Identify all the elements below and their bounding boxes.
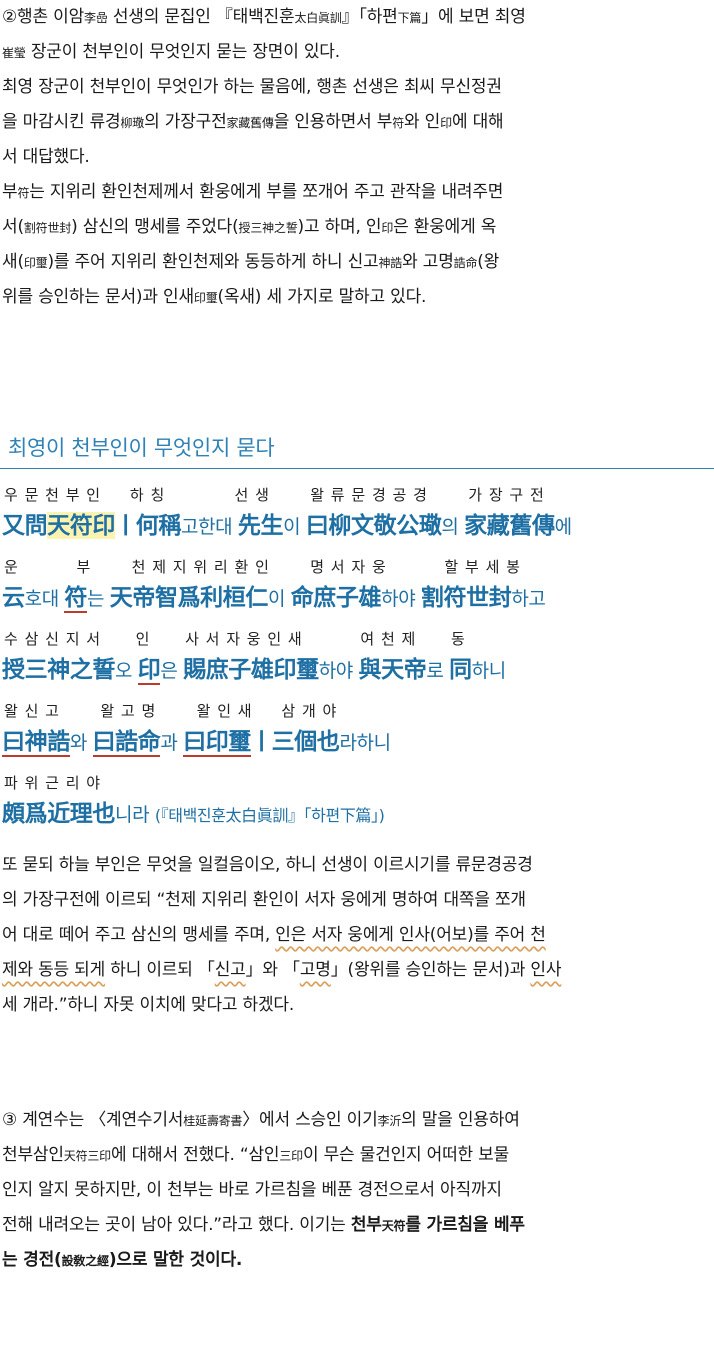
quote-row: 운 부 천 제 지 위 리 환 인 명 서 자 웅 할 부 세 봉 云호대 符는… <box>0 556 714 628</box>
text-line: 천부삼인天符三印에 대해서 전했다. “삼인三印이 무슨 물건인지 어떠한 보물 <box>2 1145 510 1165</box>
hanja-line: 曰神誥와 曰誥命과 曰印璽ㅣ三個也라하니 <box>2 728 391 757</box>
text-line: 어 대로 떼어 주고 삼신의 맹세를 주며, 인은 서자 웅에게 인사(어보)를… <box>2 925 546 945</box>
paragraph-1: ②행촌 이암李嵒 선생의 문집인 『태백진훈太白眞訓』「하편下篇」에 보면 최영… <box>2 0 712 315</box>
text-line: 의 가장구전에 이르되 “천제 지위리 환인이 서자 웅에게 명하여 대쪽을 쪼… <box>2 890 526 910</box>
text-line: 인지 알지 못하지만, 이 천부는 바로 가르침을 베푼 경전으로서 아직까지 <box>2 1180 502 1200</box>
text-line: 위를 승인하는 문서)과 인새印璽(옥새) 세 가지로 말하고 있다. <box>2 287 427 307</box>
quote-row: 왈 신 고 왈 고 명 왈 인 새 삼 개 야 曰神誥와 曰誥命과 曰印璽ㅣ三個… <box>0 700 714 772</box>
underlined-term: 印 <box>137 656 161 685</box>
text-line: 을 마감시킨 류경柳璥의 가장구전家藏舊傳을 인용하면서 부符와 인印에 대해 <box>2 112 504 132</box>
text-line: ③ 계연수는 〈계연수기서桂延壽寄書〉에서 스승인 이기李沂의 말을 인용하여 <box>2 1110 520 1130</box>
hanja-quotation: 우 문 천 부 인 하 칭 선 생 왈 류 문 경 공 경 가 장 구 전 又問… <box>0 484 714 844</box>
text-line: 세 개라.”하니 자못 이치에 맞다고 하겠다. <box>2 995 295 1015</box>
text-line: 또 묻되 하늘 부인은 무엇을 일컬음이오, 하니 선생이 이르시기를 류문경공… <box>2 855 533 875</box>
hanja-line: 頗爲近理也니라 (『태백진훈太白眞訓』「하편下篇」) <box>2 800 385 827</box>
text-line: 서 대답했다. <box>2 147 90 167</box>
reading-line: 운 부 천 제 지 위 리 환 인 명 서 자 웅 할 부 세 봉 <box>4 558 521 576</box>
text-line: 최영 장군이 천부인이 무엇인가 하는 물음에, 행촌 선생은 최씨 무신정권 <box>2 77 502 97</box>
paragraph-2: 또 묻되 하늘 부인은 무엇을 일컬음이오, 하니 선생이 이르시기를 류문경공… <box>2 848 712 1023</box>
text-line: 서(割符世封) 삼신의 맹세를 주었다(授三神之誓)고 하며, 인印은 환웅에게… <box>2 217 497 237</box>
wavy-underlined-text: 신고 <box>214 960 246 980</box>
quote-row: 수 삼 신 지 서 인 사 서 자 웅 인 새 여 천 제 동 授三神之誓오 印… <box>0 628 714 700</box>
text-line: 崔瑩 장군이 천부인이 무엇인지 묻는 장면이 있다. <box>2 42 340 62</box>
highlighted-term: 天符印 <box>47 512 116 539</box>
wavy-underlined-text: 인은 서자 웅에게 인사(어보)를 주어 천 <box>275 925 546 945</box>
text-line: 는 경전(設敎之經)으로 말한 것이다. <box>2 1250 243 1270</box>
text-line: 전해 내려오는 곳이 남아 있다.”라고 했다. 이기는 천부天符를 가르침을 … <box>2 1215 525 1235</box>
reading-line: 수 삼 신 지 서 인 사 서 자 웅 인 새 여 천 제 동 <box>4 630 466 648</box>
quote-row: 파 위 근 리 야 頗爲近理也니라 (『태백진훈太白眞訓』「하편下篇」) <box>0 772 714 844</box>
reading-line: 왈 신 고 왈 고 명 왈 인 새 삼 개 야 <box>4 702 338 720</box>
paragraph-3: ③ 계연수는 〈계연수기서桂延壽寄書〉에서 스승인 이기李沂의 말을 인용하여 … <box>2 1103 712 1278</box>
text-line: 제와 동등 되게 하니 이르되 「신고」와 「고명」(왕위를 승인하는 문서)과… <box>2 960 562 980</box>
hanja-line: 又問天符印ㅣ何稱고한대 先生이 曰柳文敬公璥의 家藏舊傳에 <box>2 512 572 539</box>
reading-line: 파 위 근 리 야 <box>4 774 102 792</box>
reading-line: 우 문 천 부 인 하 칭 선 생 왈 류 문 경 공 경 가 장 구 전 <box>4 486 545 504</box>
hanja-line: 授三神之誓오 印은 賜庶子雄印璽하야 與天帝로 同하니 <box>2 656 506 685</box>
underlined-term: 曰誥命 <box>92 728 161 757</box>
hanja-line: 云호대 符는 天帝智爲利桓仁이 命庶子雄하야 割符世封하고 <box>2 584 546 613</box>
quote-row: 우 문 천 부 인 하 칭 선 생 왈 류 문 경 공 경 가 장 구 전 又問… <box>0 484 714 556</box>
underlined-term: 曰神誥 <box>2 728 70 757</box>
section-heading: 최영이 천부인이 무엇인지 묻다 <box>8 436 275 460</box>
underlined-term: 曰印璽 <box>183 728 251 757</box>
heading-divider <box>0 468 714 469</box>
text-line: ②행촌 이암李嵒 선생의 문집인 『태백진훈太白眞訓』「하편下篇」에 보면 최영 <box>2 7 526 27</box>
text-line: 부符는 지위리 환인천제께서 환웅에게 부를 쪼개어 주고 관작을 내려주면 <box>2 182 504 202</box>
text-line: 새(印璽)를 주어 지위리 환인천제와 동등하게 하니 신고神誥와 고명誥命(왕 <box>2 252 500 272</box>
underlined-term: 符 <box>64 584 88 613</box>
wavy-underlined-text: 인사 <box>530 960 562 980</box>
wavy-underlined-text: 고명 <box>299 960 331 980</box>
source-citation: (『태백진훈太白眞訓』「하편下篇」) <box>154 806 385 825</box>
wavy-underlined-text: 제와 동등 되게 <box>2 960 106 980</box>
